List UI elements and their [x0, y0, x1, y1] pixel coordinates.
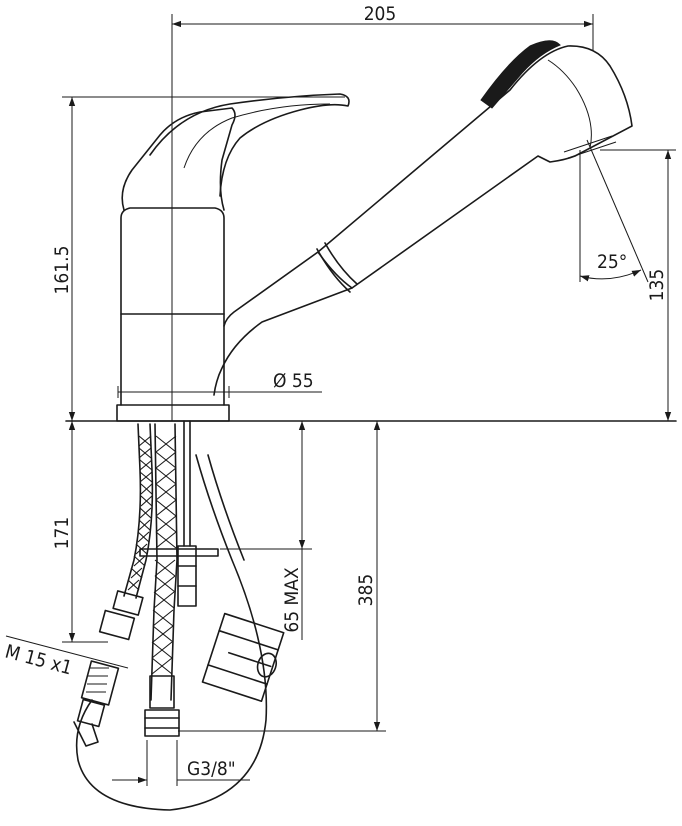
- dim-total-height-label: 161.5: [51, 246, 73, 295]
- cylinder-body: [120, 207, 225, 406]
- dim-below-counter-label: 171: [51, 517, 73, 550]
- dim-spray-angle: 25°: [579, 139, 649, 283]
- dim-hose-length-label: 385: [355, 574, 377, 607]
- pullout-spout: [316, 40, 633, 293]
- dim-width: 205: [171, 3, 594, 421]
- mounting-assembly: [73, 420, 285, 811]
- lever-handle: [149, 93, 350, 197]
- cartridge-cap: [121, 107, 236, 211]
- hose-connector: [73, 660, 120, 747]
- dim-hose-length: 385: [178, 421, 386, 732]
- spout-neck-upper: [223, 251, 319, 327]
- hose-left: [123, 423, 142, 597]
- dim-supply-thread-label: G3/8": [187, 758, 236, 780]
- mounting-nut: [177, 545, 197, 607]
- dim-base-diameter-label: Ø 55: [273, 370, 314, 392]
- dim-counter-thickness-label: 65 MAX: [281, 567, 303, 633]
- dim-thread-label: M 15 x1: [3, 641, 75, 680]
- spout-outline: [317, 45, 633, 289]
- shower-hose: [75, 454, 268, 811]
- dim-spout-height-label: 135: [646, 269, 668, 302]
- spout-neck-lower: [213, 287, 353, 396]
- dim-base-diameter: Ø 55: [117, 370, 322, 398]
- spout-joint: [316, 248, 351, 293]
- hose-right: [150, 423, 158, 701]
- dim-width-label: 205: [364, 3, 397, 25]
- hose-weight: [201, 612, 285, 702]
- dim-supply-thread: G3/8": [112, 740, 250, 786]
- faucet-body: [116, 93, 353, 422]
- base-plate: [116, 404, 230, 422]
- dim-counter-thickness: 65 MAX: [220, 421, 312, 640]
- supply-nut: [144, 709, 180, 737]
- dim-spray-angle-label: 25°: [597, 251, 627, 273]
- dim-spout-height: 135: [600, 149, 676, 421]
- dim-total-height: 161.5: [51, 96, 345, 421]
- washer-plate: [139, 548, 219, 557]
- dim-below-counter: 171: [51, 421, 108, 643]
- spray-button: [480, 40, 561, 109]
- dim-thread: M 15 x1: [3, 635, 129, 680]
